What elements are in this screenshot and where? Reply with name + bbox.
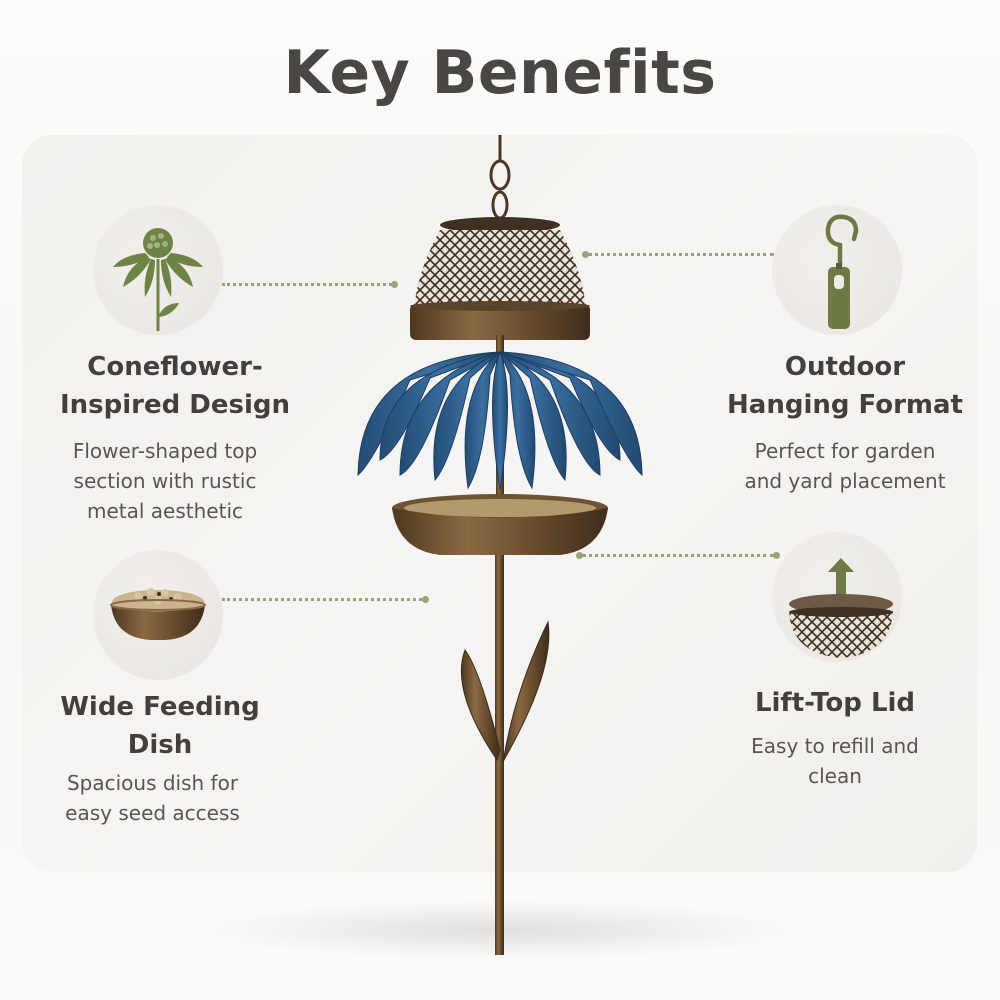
connector-dot [422,596,429,603]
connector-dish [222,598,422,601]
coneflower-icon [113,228,203,331]
connector-hanging [588,253,774,256]
lift-lid-icon [789,558,893,658]
feature-desc-hanging: Perfect for garden and yard placement [744,439,946,493]
feature-desc-dish: Spacious dish for easy seed access [65,771,240,825]
feature-icon-circle [772,532,902,662]
feature-title-dish: Wide Feeding Dish [60,692,260,760]
feature-title-coneflower: Coneflower- Inspired Design [59,352,291,420]
product-illustration [357,135,643,955]
feature-icon-circle [93,205,223,335]
page-title: Key Benefits [283,38,717,108]
feature-title-hanging: Outdoor Hanging Format [727,352,963,420]
feature-title-lid: Lift-Top Lid [754,688,916,718]
seed-bowl-icon [110,588,206,640]
connector-dot [391,281,398,288]
connector-dot [773,552,780,559]
feature-desc-lid: Easy to refill and clean [751,734,919,788]
feature-desc-coneflower: Flower-shaped top section with rustic me… [72,439,258,523]
connector-dot [576,552,583,559]
feature-icon-circle [772,205,902,335]
feature-icon-circle [93,550,223,680]
connector-dot [582,251,589,258]
connector-lid [582,554,774,557]
connector-coneflower [222,283,392,286]
hook-icon [825,214,859,329]
